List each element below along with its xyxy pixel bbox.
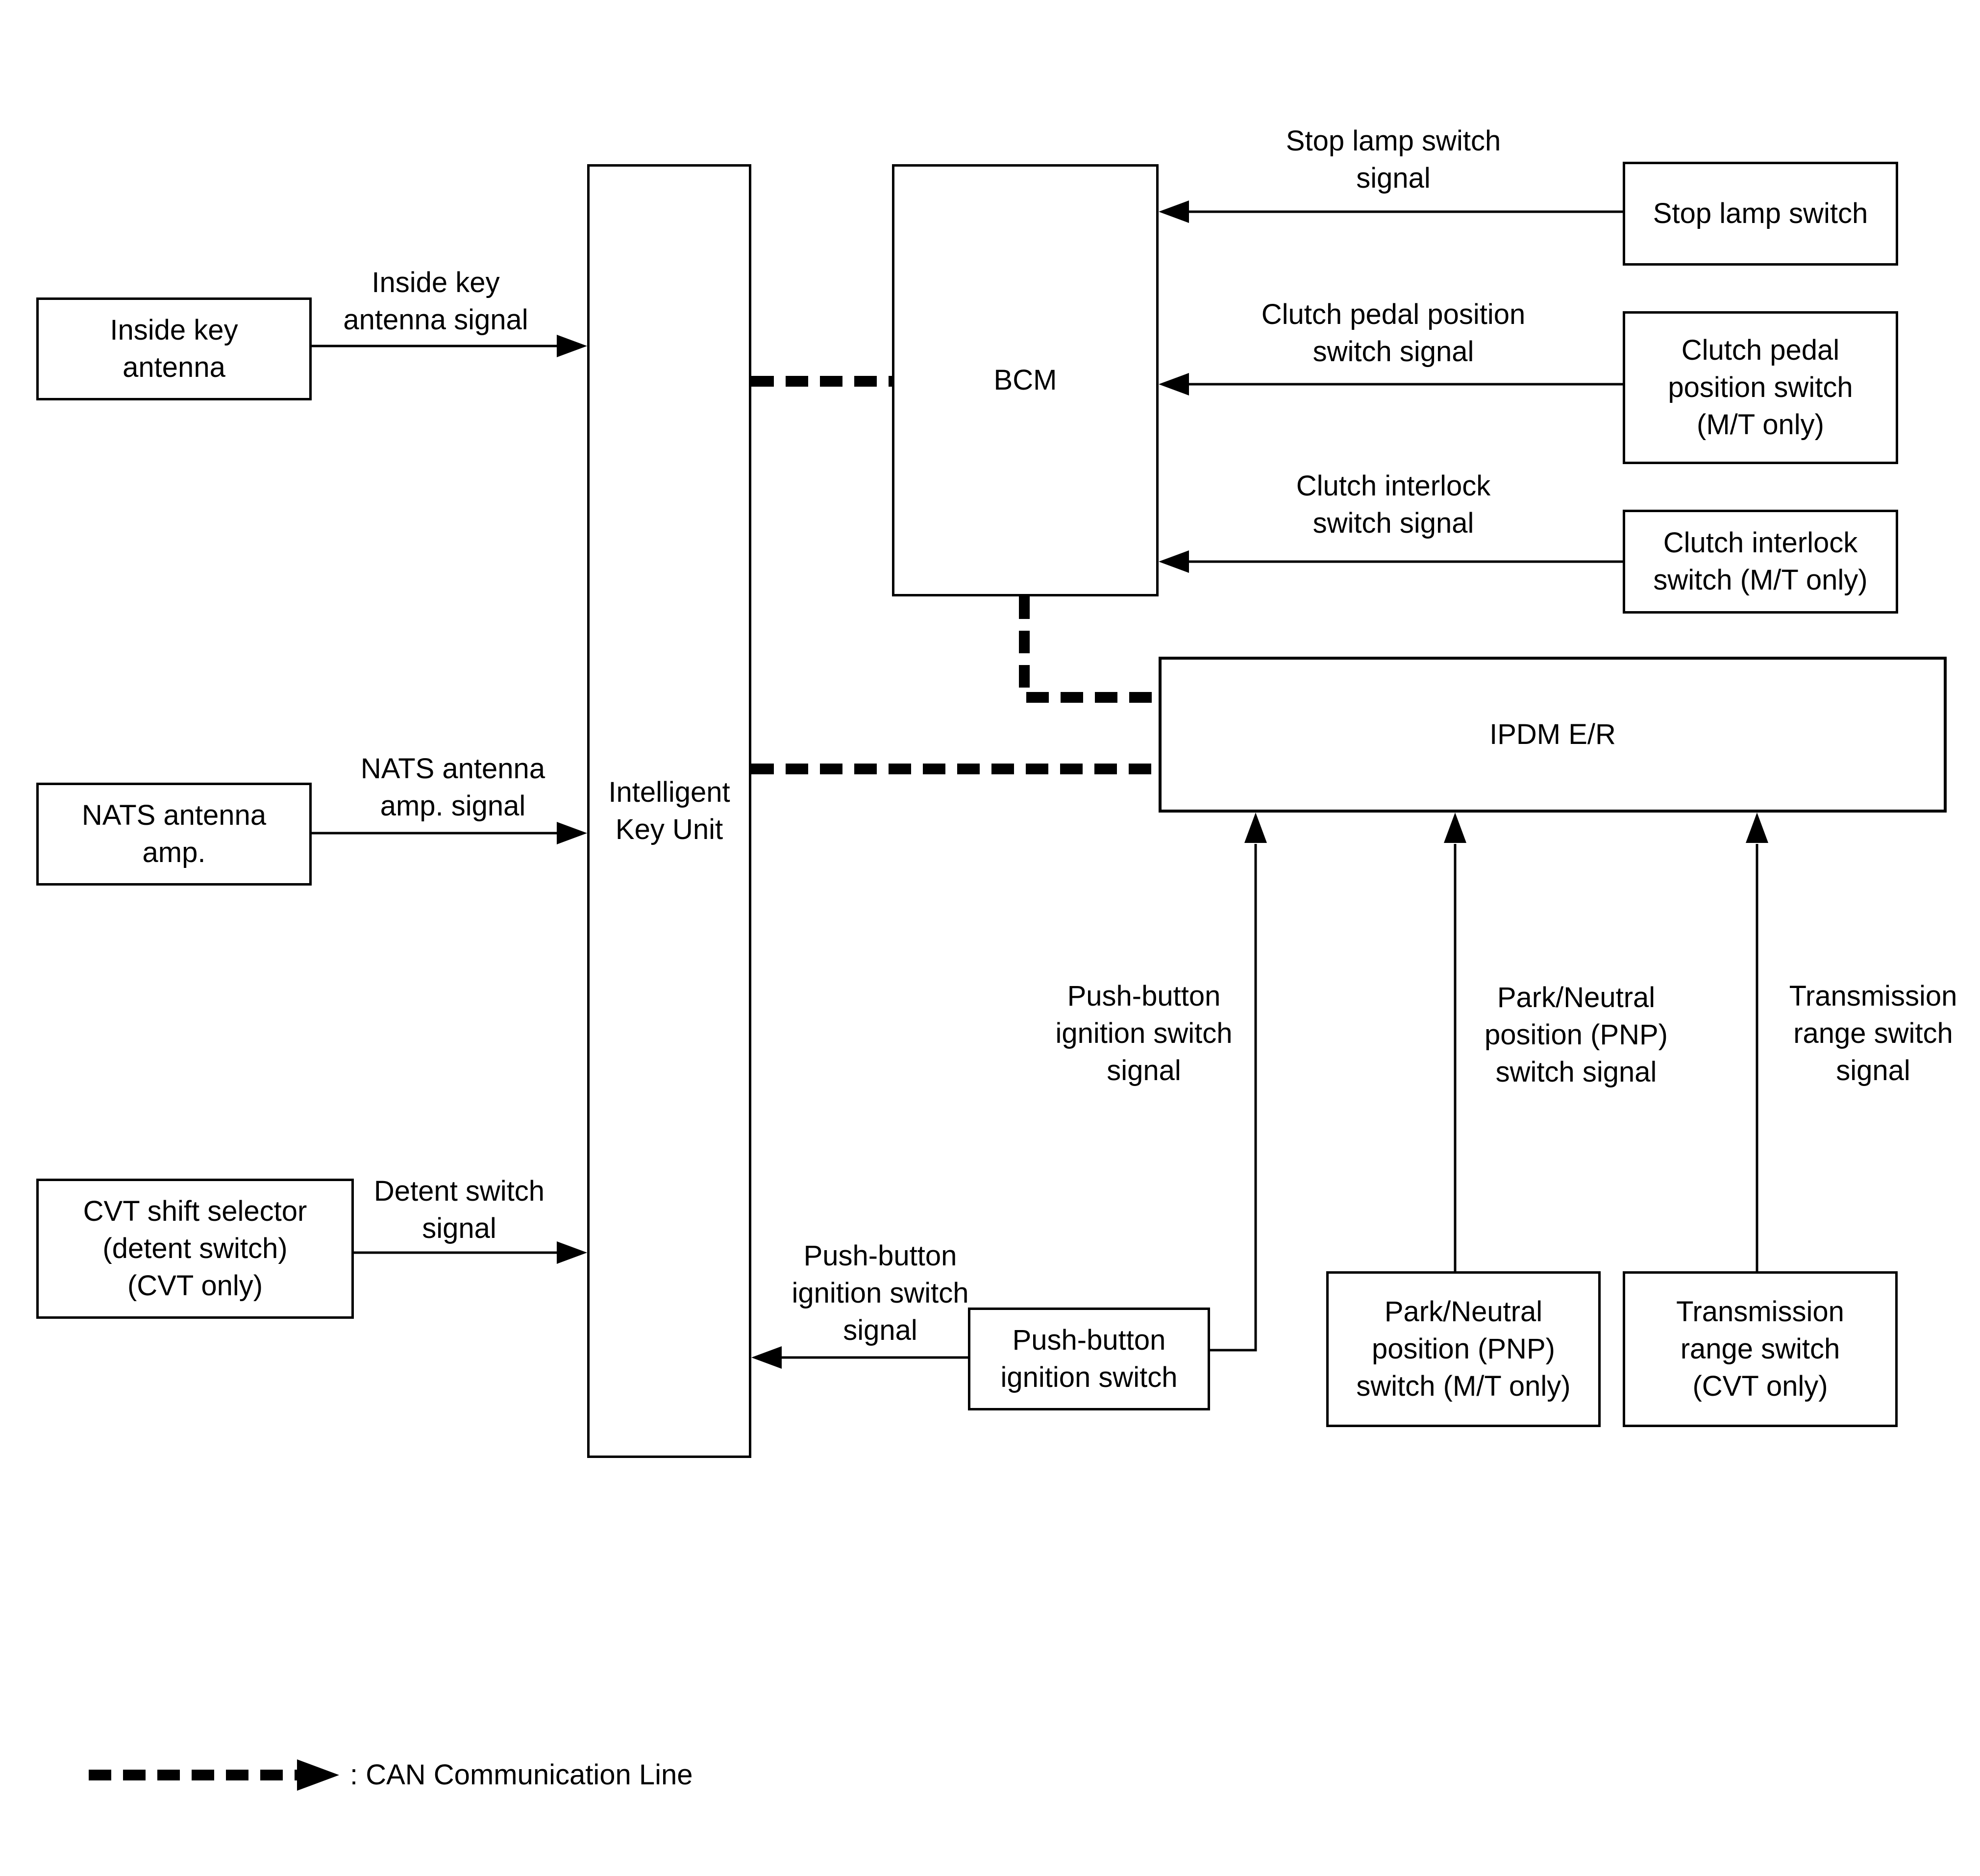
- node-bcm: BCM: [892, 164, 1159, 596]
- arrowhead-up-icon: [1244, 813, 1267, 843]
- arrowhead-right-icon: [557, 822, 587, 844]
- node-push-button-ignition-switch: Push-button ignition switch: [968, 1308, 1210, 1410]
- label-clutch-interlock-switch-signal: Clutch interlock switch signal: [1296, 470, 1491, 539]
- arrow-detent-switch-signal: [354, 1241, 587, 1264]
- node-clutch-pedal-position-switch: Clutch pedal position switch (M/T only): [1623, 311, 1898, 464]
- label-detent-switch-signal: Detent switch signal: [373, 1175, 545, 1244]
- arrow-pnp-switch-to-ipdm: [1444, 813, 1466, 1271]
- node-stop-lamp-switch: Stop lamp switch: [1623, 162, 1898, 266]
- arrowhead-left-icon: [751, 1346, 782, 1369]
- arrow-clutch-interlock-switch-signal: [1159, 550, 1623, 573]
- arrow-transmission-range-switch-to-ipdm: [1746, 813, 1768, 1271]
- arrowhead-left-icon: [1159, 200, 1189, 223]
- arrowhead-left-icon: [1159, 550, 1189, 573]
- node-inside-key-antenna: Inside key antenna: [36, 297, 312, 400]
- node-ipdm-er: IPDM E/R: [1159, 657, 1947, 813]
- legend-can-line-label: : CAN Communication Line: [350, 1759, 693, 1791]
- arrow-push-button-to-ipdm: [1210, 813, 1267, 1352]
- arrowhead-up-icon: [1444, 813, 1466, 843]
- arrowhead-right-icon: [557, 335, 587, 357]
- label-push-button-ignition-switch-signal-right: Push-button ignition switch signal: [1055, 980, 1233, 1086]
- node-intelligent-key-unit: Intelligent Key Unit: [587, 164, 751, 1458]
- label-inside-key-antenna-signal: Inside key antenna signal: [343, 267, 528, 336]
- arrow-clutch-pedal-position-switch-signal: [1159, 373, 1623, 395]
- can-line-bcm-to-ipdm: [1019, 596, 1159, 703]
- label-stop-lamp-switch-signal: Stop lamp switch signal: [1286, 125, 1501, 194]
- arrowhead-up-icon: [1746, 813, 1768, 843]
- arrowhead-left-icon: [1159, 373, 1189, 395]
- arrowhead-right-icon: [557, 1241, 587, 1264]
- arrow-inside-key-antenna-signal: [312, 335, 587, 357]
- node-cvt-shift-selector: CVT shift selector (detent switch) (CVT …: [36, 1179, 354, 1319]
- node-transmission-range-switch: Transmission range switch (CVT only): [1623, 1271, 1898, 1427]
- node-clutch-interlock-switch: Clutch interlock switch (M/T only): [1623, 510, 1898, 614]
- label-push-button-ignition-switch-signal-left: Push-button ignition switch signal: [792, 1240, 969, 1346]
- node-pnp-switch: Park/Neutral position (PNP) switch (M/T …: [1326, 1271, 1601, 1427]
- arrow-nats-antenna-amp-signal: [312, 822, 587, 844]
- arrowhead-right-icon: [297, 1759, 339, 1791]
- legend-can-arrow-icon: [89, 1759, 339, 1791]
- node-nats-antenna-amp: NATS antenna amp.: [36, 783, 312, 886]
- arrow-stop-lamp-switch-signal: [1159, 200, 1623, 223]
- label-transmission-range-switch-signal: Transmission range switch signal: [1789, 980, 1957, 1086]
- label-pnp-switch-signal: Park/Neutral position (PNP) switch signa…: [1485, 982, 1668, 1088]
- label-clutch-pedal-position-switch-signal: Clutch pedal position switch signal: [1261, 298, 1526, 368]
- label-nats-antenna-amp-signal: NATS antenna amp. signal: [360, 753, 545, 822]
- arrow-push-button-to-intelligent-key-unit: [751, 1346, 968, 1369]
